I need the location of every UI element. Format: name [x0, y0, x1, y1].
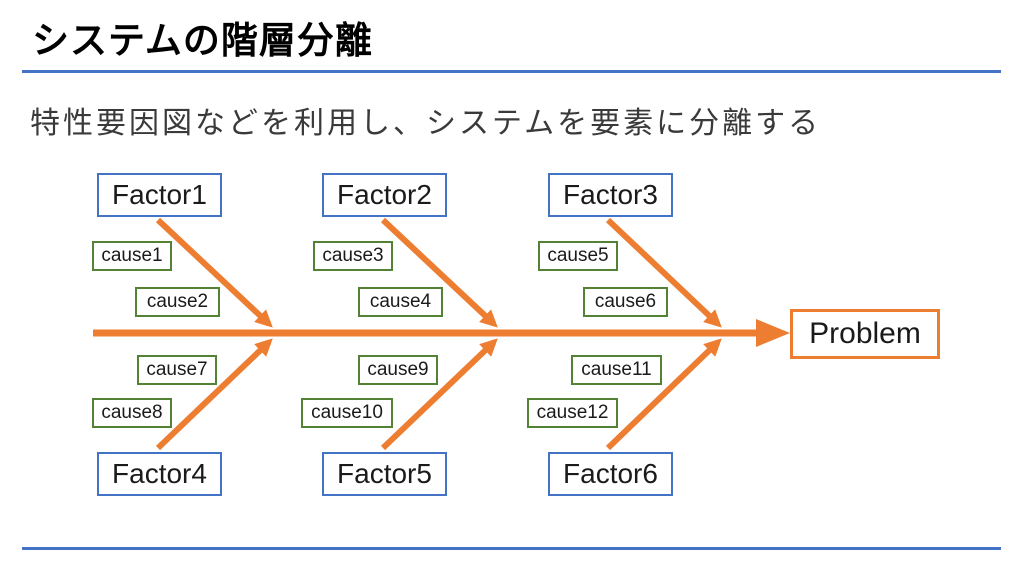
- factor-box-2: Factor2: [322, 173, 447, 217]
- cause-box-4: cause4: [358, 287, 443, 317]
- branch-arrow-factor6: [605, 338, 722, 451]
- slide-subtitle: 特性要因図などを利用し、システムを要素に分離する: [30, 107, 822, 140]
- cause-box-8: cause8: [92, 398, 172, 428]
- page-title: システムの階層分離: [32, 20, 373, 61]
- title-divider: [22, 70, 1001, 73]
- branch-arrow-factor5: [380, 338, 498, 451]
- cause-box-2: cause2: [135, 287, 220, 317]
- factor-box-6: Factor6: [548, 452, 673, 496]
- problem-box: Problem: [790, 309, 940, 359]
- cause-box-11: cause11: [571, 355, 662, 385]
- cause-box-12: cause12: [527, 398, 618, 428]
- branch-arrow-factor1: [155, 217, 273, 328]
- factor-box-4: Factor4: [97, 452, 222, 496]
- footer-divider: [22, 547, 1001, 550]
- branch-arrow-factor2: [380, 217, 498, 328]
- cause-box-1: cause1: [92, 241, 172, 271]
- factor-box-3: Factor3: [548, 173, 673, 217]
- cause-box-6: cause6: [583, 287, 668, 317]
- spine-arrowhead: [756, 319, 790, 347]
- branch-arrow-factor4: [155, 338, 273, 451]
- cause-box-10: cause10: [301, 398, 393, 428]
- branch-arrow-factor3: [605, 217, 722, 328]
- cause-box-7: cause7: [137, 355, 217, 385]
- cause-box-9: cause9: [358, 355, 438, 385]
- cause-box-5: cause5: [538, 241, 618, 271]
- factor-box-5: Factor5: [322, 452, 447, 496]
- cause-box-3: cause3: [313, 241, 393, 271]
- factor-box-1: Factor1: [97, 173, 222, 217]
